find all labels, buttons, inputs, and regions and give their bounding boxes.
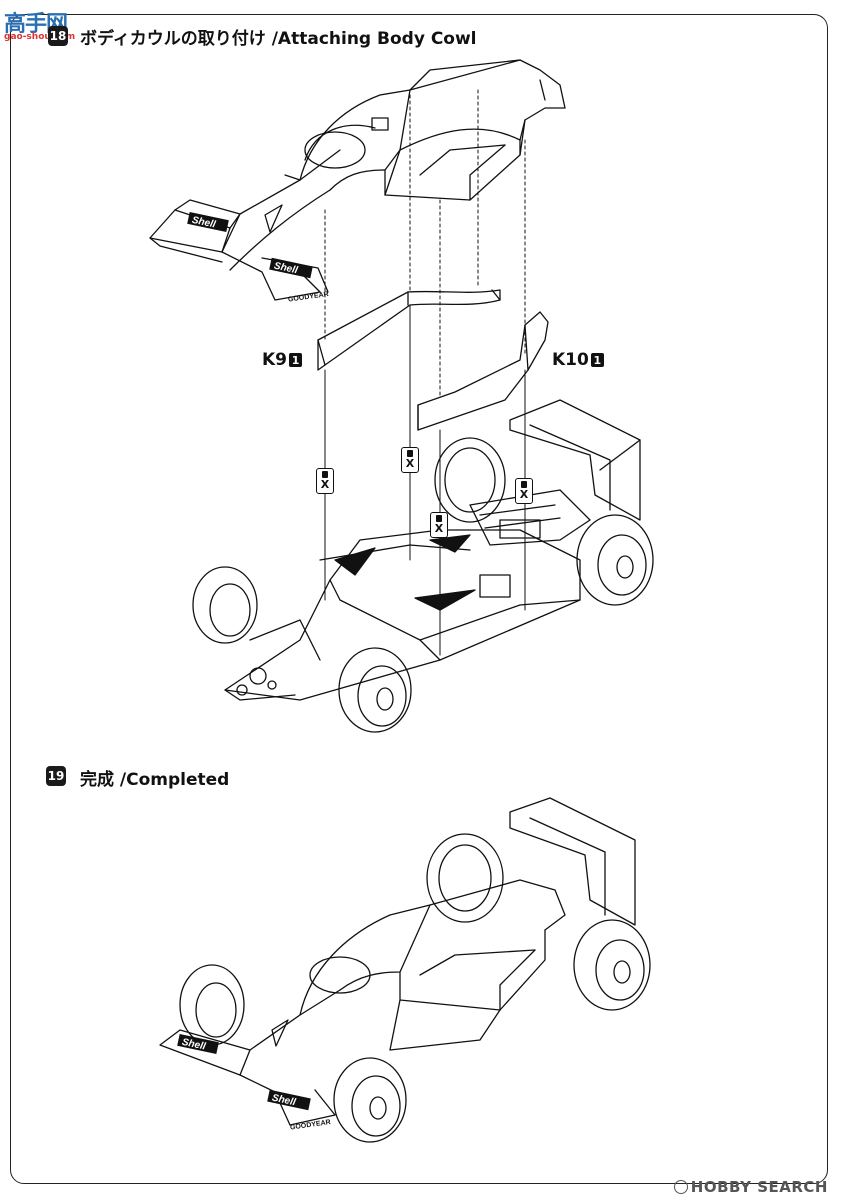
glue-mark-1: X [320, 478, 330, 491]
watermark-sub: gao-shou.com [4, 32, 76, 42]
step-18-badge: 18 [48, 26, 68, 46]
k9-panel-drawing [317, 289, 501, 371]
glue-icon-2: X [401, 447, 419, 473]
glue-icon-1: X [316, 468, 334, 494]
chassis-drawing [192, 399, 654, 733]
glue-mark-4: X [519, 488, 529, 501]
part-k10-name: K10 [552, 350, 589, 370]
step-19-title: 完成 /Completed [80, 770, 230, 790]
glue-icon-4: X [515, 478, 533, 504]
tire-decal-1: GOODYEAR [288, 291, 329, 304]
decal-text-2: Shell [273, 261, 299, 277]
glue-icon-3: X [430, 512, 448, 538]
part-k9-qty: 1 [289, 353, 303, 367]
tire-decal-2: GOODYEAR [290, 1119, 331, 1132]
completed-car-drawing [159, 797, 651, 1143]
glue-mark-2: X [405, 457, 415, 470]
page-frame [10, 14, 828, 1184]
part-label-k10: K10 1 [552, 350, 604, 370]
guide-lines [324, 89, 526, 399]
part-label-k9: K9 1 [262, 350, 303, 370]
brand-circle-icon [673, 1180, 688, 1194]
step-18-title: ボディカウルの取り付け /Attaching Body Cowl [80, 29, 477, 49]
footer-brand: HOBBY SEARCH [673, 1178, 828, 1196]
decal-text-3: Shell [181, 1037, 207, 1053]
part-k9-name: K9 [262, 350, 288, 370]
part-k10-qty: 1 [590, 353, 604, 367]
step-19-badge: 19 [46, 766, 66, 786]
decal-text-1: Shell [191, 215, 217, 231]
decal-blocks [177, 211, 313, 1111]
body-cowl-drawing [149, 59, 566, 301]
glue-mark-3: X [434, 522, 444, 535]
decal-text-4: Shell [271, 1093, 297, 1109]
footer-brand-text: HOBBY SEARCH [690, 1178, 828, 1196]
